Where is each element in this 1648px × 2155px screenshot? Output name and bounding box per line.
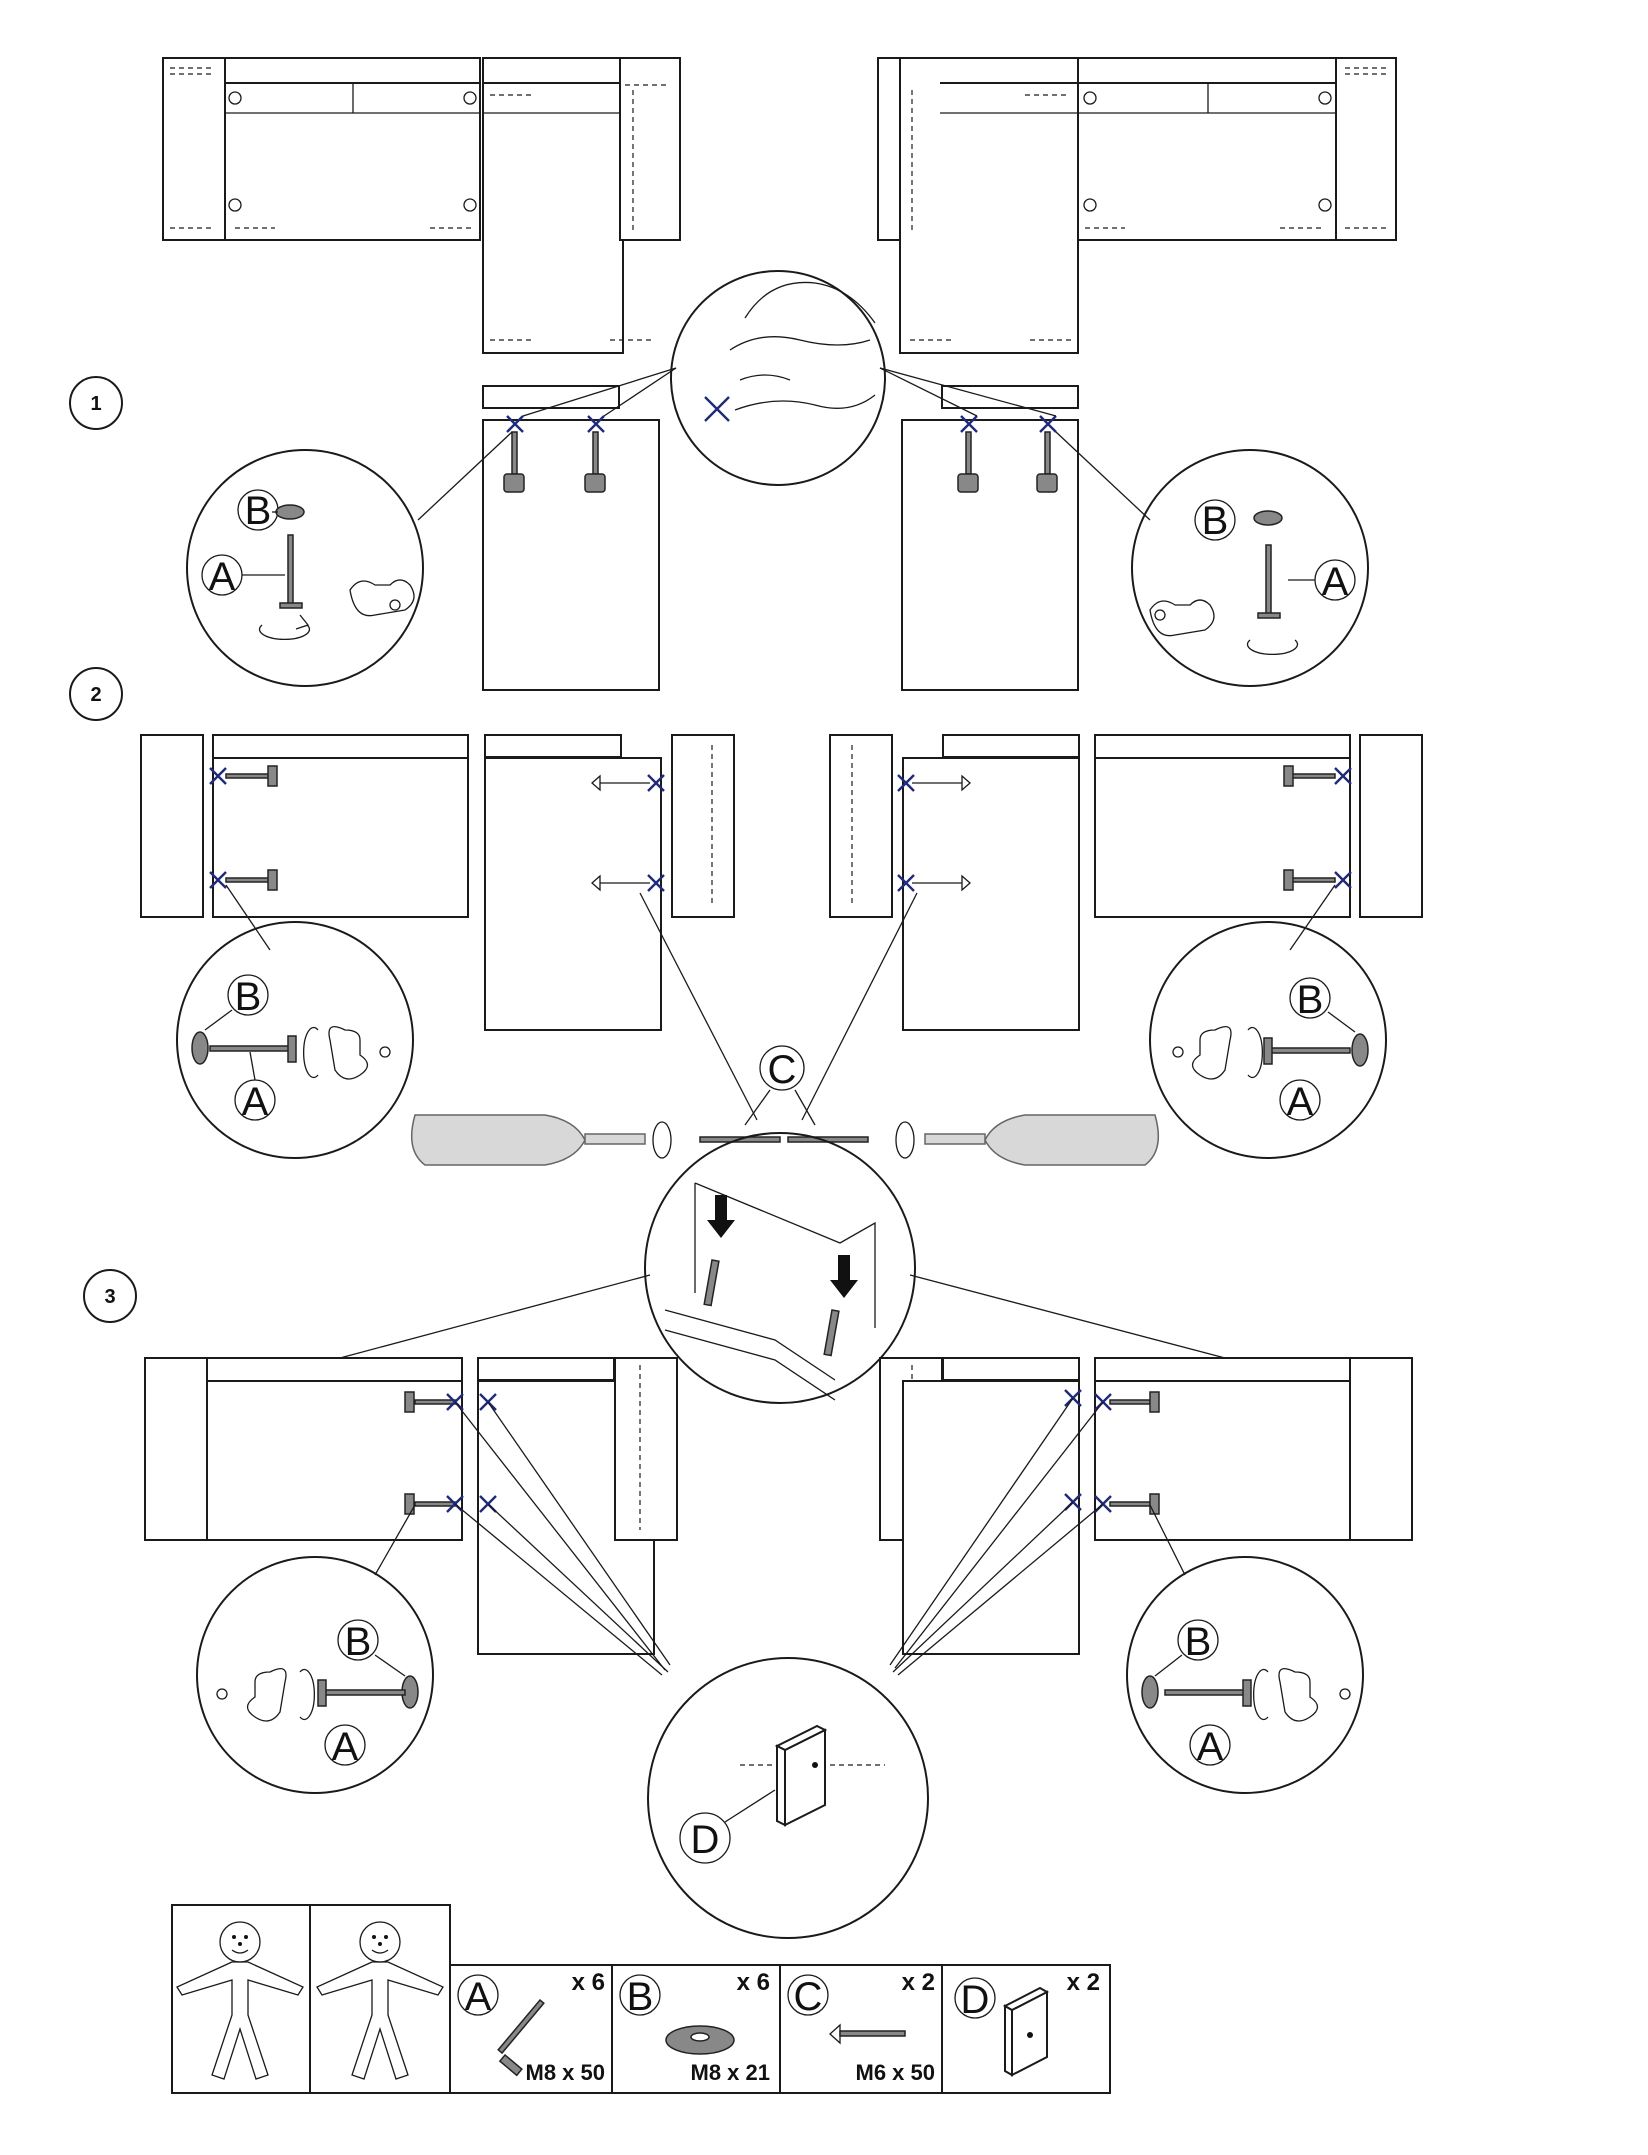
person-icon: [176, 1921, 304, 2080]
bolt-icon: [324, 1689, 406, 1696]
part-d-letter: D: [961, 1978, 990, 2022]
part-cell-a: [449, 1964, 613, 2094]
part-a-spec: M8 x 50: [526, 2060, 606, 2085]
down-arrow-icon: [707, 1195, 735, 1238]
callout-b: B: [245, 489, 272, 533]
bolt-icon: [497, 1998, 545, 2077]
detail-fitting-step3-right: B A: [1126, 1556, 1364, 1794]
callout-a: A: [332, 1725, 359, 1769]
cross-mark-icon: [647, 774, 665, 792]
washer-icon: [665, 2025, 735, 2055]
wrench-icon: [1278, 1668, 1319, 1722]
rotate-arrow-icon: [303, 1026, 319, 1079]
detail-hand-circle: [670, 270, 886, 486]
rotate-arrow-icon: [1246, 639, 1299, 655]
callout-a: A: [242, 1080, 269, 1124]
step-1-number: 1: [90, 393, 101, 415]
screwdriver-icon: [410, 1114, 646, 1166]
step-1-badge: [69, 376, 123, 430]
rotate-arrow-icon: [299, 1668, 315, 1721]
part-b-qty: x 6: [737, 1969, 770, 1996]
bolt-icon: [1164, 1689, 1246, 1696]
part-b-spec: M8 x 21: [691, 2060, 771, 2085]
screw-icon: [829, 2023, 906, 2045]
callout-a: A: [1322, 560, 1349, 604]
step-2: 2: [69, 667, 1423, 1166]
bolt-icon: [1269, 1047, 1351, 1054]
part-d-qty: x 2: [1067, 1969, 1100, 1996]
cross-mark-icon: [209, 767, 227, 785]
dowel-plate-icon: [1002, 1986, 1050, 2077]
step-2-number: 2: [90, 684, 101, 706]
person-cell-1: [171, 1904, 311, 2094]
part-c-letter: C: [794, 1975, 823, 2019]
cross-mark-icon: [897, 774, 915, 792]
rotate-arrow-icon: [1247, 1026, 1263, 1079]
part-b-letter: B: [627, 1975, 654, 2019]
parts-list: A x 6 M8 x 50 B x 6 M8 x 21 C x 2 M6 x 5…: [171, 1904, 1111, 2094]
wrench-icon: [246, 1668, 287, 1722]
part-c-spec: M6 x 50: [856, 2060, 936, 2085]
callout-b: B: [345, 1620, 372, 1664]
detail-fitting-right: B A: [1131, 449, 1369, 687]
cross-mark-icon: [506, 415, 524, 433]
cross-mark-icon: [1334, 871, 1352, 889]
washer-icon: [1253, 510, 1283, 526]
step-3: 3: [83, 1132, 1413, 1939]
down-arrow-icon: [830, 1255, 858, 1298]
wrench-icon: [328, 1026, 369, 1080]
detail-fitting-step3-left: B A: [196, 1556, 434, 1794]
callout-b: B: [1202, 499, 1229, 543]
bolt-icon: [1265, 544, 1272, 616]
cross-mark-icon: [704, 396, 730, 422]
overview-left-sofa: [162, 57, 681, 354]
part-a-letter: A: [465, 1975, 492, 2019]
person-icon: [316, 1921, 444, 2080]
cross-mark-icon: [897, 874, 915, 892]
callout-b: B: [1297, 978, 1324, 1022]
detail-fitting-left: B A: [186, 449, 424, 687]
callout-d: D: [691, 1818, 720, 1862]
wrench-icon: [349, 579, 415, 617]
bolt-icon: [957, 431, 1058, 493]
washer-icon: [1141, 1675, 1159, 1709]
washer-icon: [1351, 1033, 1369, 1067]
wrench-icon: [1149, 599, 1215, 637]
step-3-number: 3: [104, 1286, 115, 1308]
callout-a: A: [1197, 1725, 1224, 1769]
callout-a: A: [209, 555, 236, 599]
rotate-arrow-icon: [1253, 1668, 1269, 1721]
cross-mark-icon: [647, 874, 665, 892]
bolt-icon: [287, 534, 294, 606]
detail-bracket-circle: [644, 1132, 916, 1404]
bolt-icon: [503, 431, 606, 493]
step-3-badge: [83, 1269, 137, 1323]
detail-fitting-step2-left: B A: [176, 921, 414, 1159]
washer-icon: [275, 504, 305, 520]
step-2-badge: [69, 667, 123, 721]
callout-b: B: [1185, 1620, 1212, 1664]
overview-right-sofa: [877, 57, 1397, 354]
bolt-icon: [209, 1045, 291, 1052]
cross-mark-icon: [209, 871, 227, 889]
cross-mark-icon: [587, 415, 605, 433]
step-1: 1: [69, 270, 1369, 691]
part-a-qty: x 6: [572, 1969, 605, 1996]
person-cell-2: [309, 1904, 451, 2094]
part-c-qty: x 2: [902, 1969, 935, 1996]
cross-mark-icon: [1039, 415, 1057, 433]
screwdriver-icon: [924, 1114, 1160, 1166]
detail-d-circle: D: [647, 1657, 929, 1939]
part-cell-d: [941, 1964, 1111, 2094]
callout-c: C: [768, 1048, 797, 1092]
callout-a: A: [1287, 1080, 1314, 1124]
wrench-icon: [1191, 1026, 1232, 1080]
washer-icon: [191, 1031, 209, 1065]
callout-b: B: [235, 975, 262, 1019]
rotate-arrow-icon: [258, 624, 311, 640]
detail-fitting-step2-right: B A: [1149, 921, 1387, 1159]
cross-mark-icon: [1334, 767, 1352, 785]
cross-mark-icon: [960, 415, 978, 433]
